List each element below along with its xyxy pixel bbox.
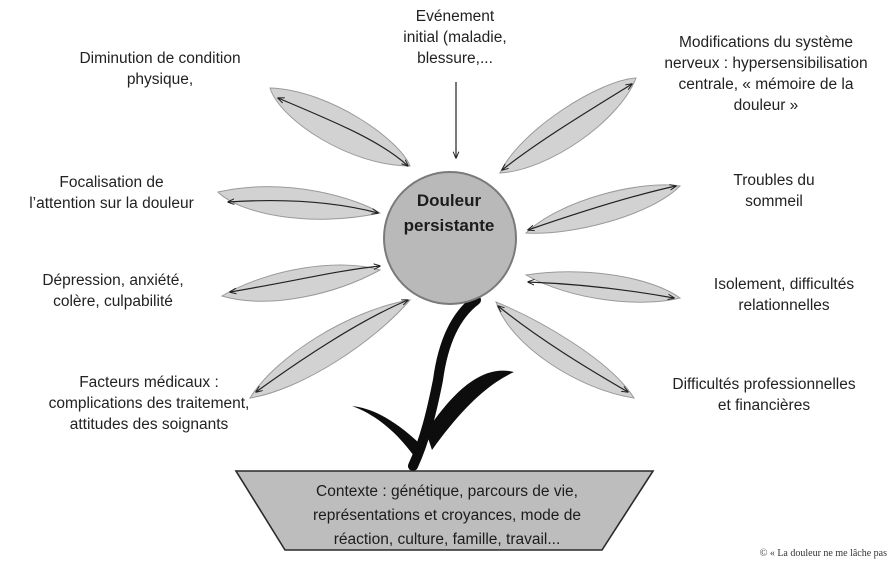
label-medical-factors: Facteurs médicaux : complications des tr…	[48, 374, 250, 433]
pot	[234, 470, 655, 551]
arrow-bottom-left	[256, 300, 408, 392]
center-label: Douleur persistante	[403, 191, 495, 235]
credit-text: © « La douleur ne me lâche pas	[759, 548, 887, 559]
label-professional-difficulties: Difficultés professionnelles et financiè…	[672, 376, 856, 414]
label-attention-focus: Focalisation de l’attention sur la doule…	[29, 174, 194, 212]
center-circle	[383, 171, 517, 305]
leaf-right	[426, 370, 514, 450]
label-sleep-trouble: Troubles du sommeil	[733, 172, 815, 210]
label-initial-event: Evénement initial (maladie, blessure,...	[403, 8, 507, 67]
arrow-top-left	[278, 98, 408, 166]
arrow-top-right	[502, 84, 632, 170]
arrow-mid-right-2	[528, 282, 674, 298]
arrow-bottom-right	[498, 306, 628, 392]
arrows	[228, 82, 676, 392]
petal-top-right	[499, 77, 637, 174]
label-depression-anxiety: Dépression, anxiété, colère, culpabilité	[42, 272, 184, 310]
label-physical-condition: Diminution de condition physique,	[79, 50, 241, 88]
petal-mid-right-1	[524, 184, 682, 234]
petal-top-left	[269, 87, 411, 167]
stem	[352, 295, 514, 471]
label-isolation: Isolement, difficultés relationnelles	[713, 276, 855, 314]
arrow-mid-right-1	[528, 186, 676, 230]
petal-mid-left-1	[217, 186, 382, 220]
petal-mid-right-2	[524, 271, 682, 303]
leaf-left	[352, 406, 420, 456]
label-nervous-system: Modifications du système nerveux : hyper…	[664, 34, 868, 114]
petal-mid-left-2	[220, 264, 382, 302]
pot-label: Contexte : génétique, parcours de vie, r…	[313, 483, 581, 548]
arrow-mid-left-1	[228, 201, 378, 213]
arrow-mid-left-2	[230, 266, 380, 292]
petal-bottom-left	[248, 299, 412, 399]
